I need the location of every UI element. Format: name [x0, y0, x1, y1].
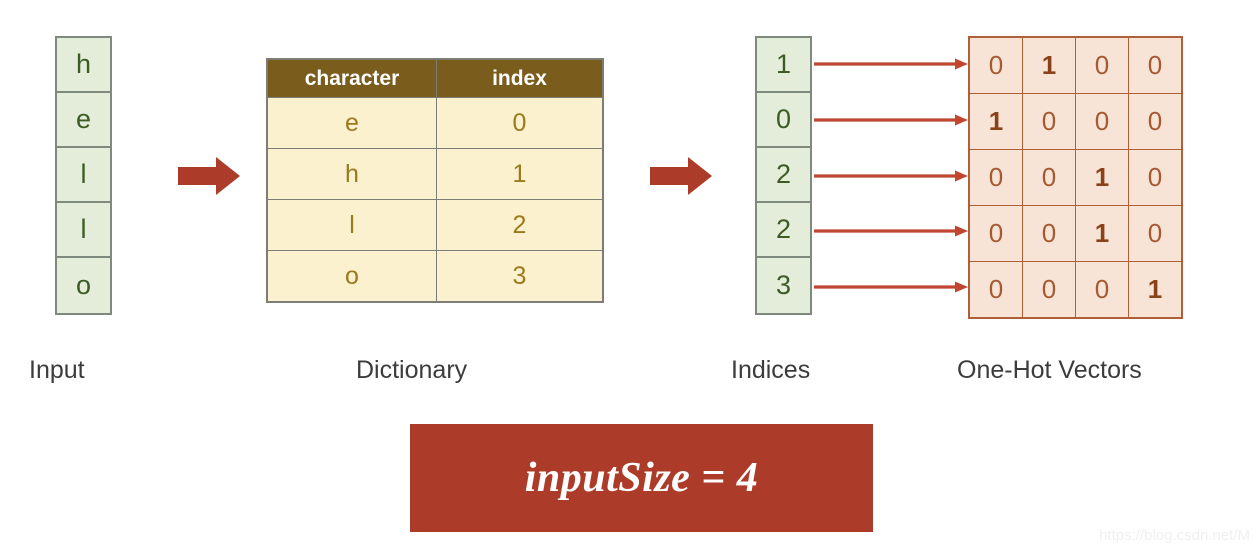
- dictionary-header-index: index: [436, 58, 604, 98]
- one-hot-cell: 1: [968, 93, 1023, 150]
- input-cell: h: [57, 38, 110, 93]
- dictionary-cell-index: 3: [436, 250, 604, 303]
- label-input: Input: [29, 356, 85, 384]
- block-arrow-right-2: [650, 157, 712, 195]
- mapping-arrow-right: [814, 113, 968, 127]
- dictionary-cell-index: 2: [436, 199, 604, 251]
- one-hot-cell: 0: [1022, 149, 1076, 206]
- mapping-arrow-right: [814, 280, 968, 294]
- dictionary-cell-character: e: [266, 97, 437, 149]
- label-dictionary: Dictionary: [356, 356, 468, 384]
- input-size-banner: inputSize = 4: [410, 424, 873, 532]
- label-indices: Indices: [731, 356, 811, 384]
- dictionary-cell-index: 1: [436, 148, 604, 200]
- dictionary-cell-character: l: [266, 199, 437, 251]
- one-hot-cell: 1: [1075, 205, 1129, 262]
- one-hot-cell: 1: [1022, 36, 1076, 94]
- dictionary-cell-character: h: [266, 148, 437, 200]
- one-hot-cell: 0: [1075, 36, 1129, 94]
- one-hot-cell: 0: [968, 36, 1023, 94]
- one-hot-cell: 0: [1022, 205, 1076, 262]
- dictionary-header-row: character index: [266, 58, 604, 98]
- one-hot-cell: 0: [1128, 205, 1183, 262]
- one-hot-cell: 0: [1128, 149, 1183, 206]
- label-one-hot-vectors: One-Hot Vectors: [957, 356, 1142, 384]
- one-hot-cell: 1: [1128, 261, 1183, 319]
- one-hot-cell: 0: [968, 205, 1023, 262]
- dictionary-cell-character: o: [266, 250, 437, 303]
- indices-cell: 2: [757, 148, 810, 203]
- one-hot-cell: 0: [968, 261, 1023, 319]
- one-hot-cell: 0: [1128, 93, 1183, 150]
- dictionary-cell-index: 0: [436, 97, 604, 149]
- one-hot-cell: 1: [1075, 149, 1129, 206]
- input-cell: l: [57, 148, 110, 203]
- mapping-arrow-right: [814, 169, 968, 183]
- indices-cell: 3: [757, 258, 810, 313]
- input-cell: e: [57, 93, 110, 148]
- mapping-arrow-right: [814, 224, 968, 238]
- input-cell: l: [57, 203, 110, 258]
- one-hot-cell: 0: [1022, 93, 1076, 150]
- one-hot-cell: 0: [1128, 36, 1183, 94]
- input-size-text: inputSize = 4: [524, 455, 759, 501]
- input-cell: o: [57, 258, 110, 313]
- mapping-arrow-right: [814, 57, 968, 71]
- watermark: https://blog.csdn.net/M: [1099, 527, 1250, 544]
- dictionary-header-character: character: [266, 58, 437, 98]
- indices-cell: 1: [757, 38, 810, 93]
- indices-cell: 0: [757, 93, 810, 148]
- one-hot-cell: 0: [1075, 93, 1129, 150]
- indices-cell: 2: [757, 203, 810, 258]
- block-arrow-right-1: [178, 157, 240, 195]
- one-hot-cell: 0: [1075, 261, 1129, 319]
- one-hot-cell: 0: [968, 149, 1023, 206]
- one-hot-cell: 0: [1022, 261, 1076, 319]
